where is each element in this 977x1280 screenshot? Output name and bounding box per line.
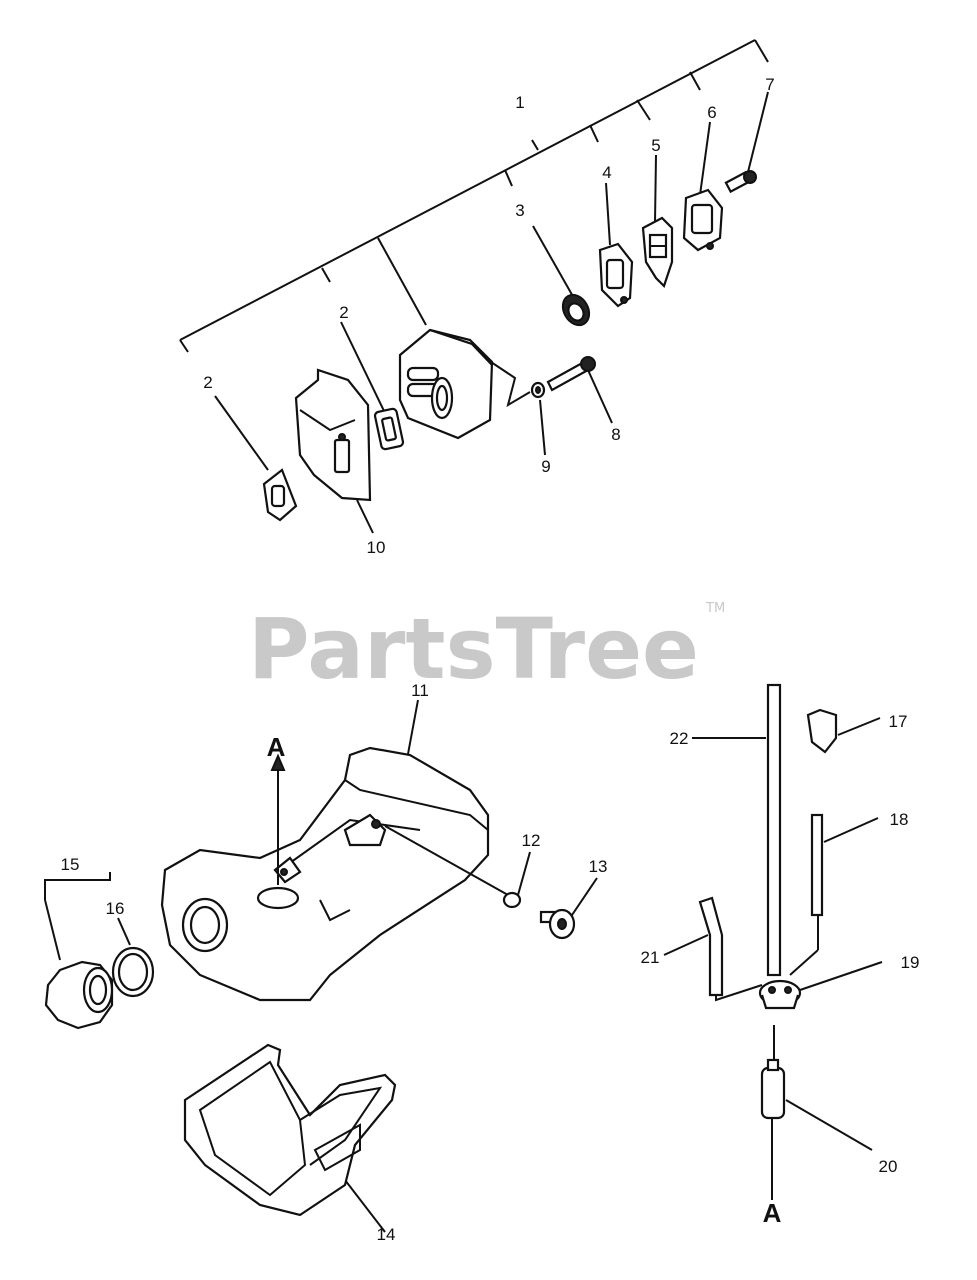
callout-3: 3 — [515, 201, 524, 220]
callout-12: 12 — [522, 831, 541, 850]
part-20-fuel-filter — [760, 1025, 873, 1200]
part-21-hose — [663, 896, 763, 1002]
callout-16: 16 — [106, 899, 125, 918]
part-14-cradle — [183, 1043, 397, 1217]
callout-13: 13 — [589, 857, 608, 876]
callout-18: 18 — [890, 810, 909, 829]
callout-4: 4 — [602, 163, 611, 182]
part-5-bracket — [641, 216, 674, 289]
callout-21: 21 — [641, 948, 660, 967]
part-6-plate — [682, 188, 724, 252]
watermark-tm: TM — [705, 601, 725, 616]
ref-a-tank: A — [267, 732, 286, 762]
callout-8: 8 — [611, 425, 620, 444]
callout-1: 1 — [515, 93, 524, 112]
part-4-gasket — [598, 242, 634, 308]
callout-15: 15 — [61, 855, 80, 874]
watermark-text: PartsTree — [248, 600, 699, 698]
callout-10: 10 — [367, 538, 386, 557]
callout-6: 6 — [707, 103, 716, 122]
part-22-pickup-tube — [692, 683, 782, 977]
callout-7: 7 — [765, 75, 774, 94]
callout-20: 20 — [879, 1157, 898, 1176]
callout-22: 22 — [670, 729, 689, 748]
part-13-screw — [539, 908, 576, 940]
part-19-grommet — [758, 961, 883, 1010]
part-10-shield — [294, 368, 372, 502]
part-17-filter — [806, 708, 881, 754]
part-9-washer — [530, 381, 546, 399]
part-15-fuel-cap — [44, 960, 114, 1030]
part-18-tube — [789, 813, 879, 976]
ref-a-filter: A — [763, 1198, 782, 1228]
callout-9: 9 — [541, 457, 550, 476]
part-12-washer — [502, 891, 522, 909]
part-2-gasket-mid — [373, 407, 405, 451]
callout-2-left: 2 — [203, 373, 212, 392]
part-muffler — [398, 328, 494, 440]
callout-11: 11 — [411, 681, 429, 700]
callout-19: 19 — [901, 953, 920, 972]
callout-5: 5 — [651, 136, 660, 155]
callout-2-mid: 2 — [339, 303, 348, 322]
kit-bracket-1 — [179, 39, 769, 353]
part-3-cap — [561, 293, 591, 327]
leader-lines-tank — [44, 699, 598, 1233]
part-7-screw — [724, 170, 757, 194]
callout-17: 17 — [889, 712, 908, 731]
part-2-gasket-left — [262, 468, 298, 522]
part-8-bolt — [546, 356, 596, 392]
part-16-o-ring — [111, 946, 155, 998]
leader-lines-upper — [214, 91, 769, 534]
part-11-fuel-tank — [160, 746, 490, 1002]
callout-14: 14 — [377, 1225, 396, 1244]
